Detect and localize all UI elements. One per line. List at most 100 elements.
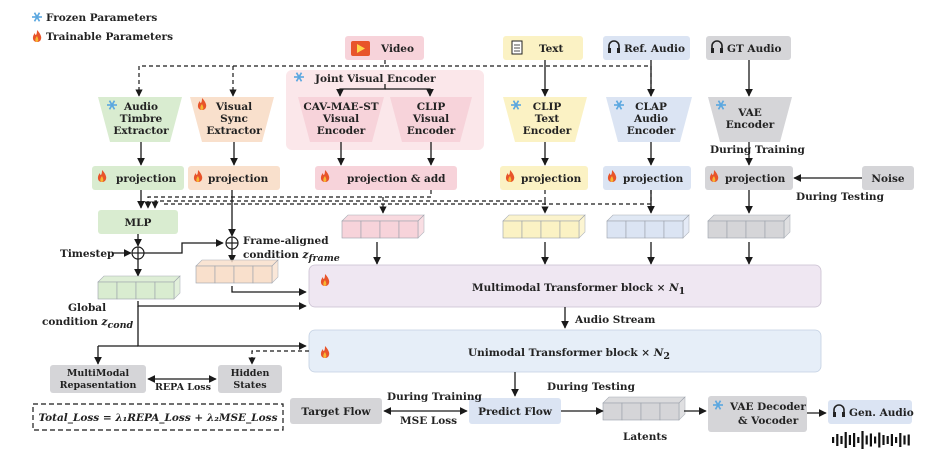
clap-audio-encoder: CLAP Audio Encoder	[606, 97, 692, 142]
token-cell	[644, 220, 665, 239]
projection-gt-audio: projection	[705, 166, 793, 190]
token-cell	[341, 220, 362, 239]
svg-text:Encoder: Encoder	[523, 125, 572, 137]
svg-text:Visual: Visual	[322, 113, 359, 125]
svg-text:CLIP: CLIP	[417, 101, 446, 113]
token-cell	[233, 265, 254, 284]
text-label: Text	[539, 43, 564, 55]
projection-sync: projection	[188, 166, 280, 190]
input-gt-audio: GT Audio	[706, 36, 791, 60]
svg-text:Text: Text	[535, 113, 560, 125]
waveform-bar	[899, 433, 902, 447]
waveform-bar	[869, 433, 872, 447]
tokens-frame	[195, 259, 279, 284]
tokens-visual	[341, 214, 425, 239]
tokens-latents	[602, 396, 686, 421]
visual-sync-extractor: Visual Sync Extractor	[190, 97, 274, 142]
svg-text:Audio: Audio	[123, 101, 158, 113]
svg-text:Encoder: Encoder	[317, 125, 366, 137]
svg-text:Target Flow: Target Flow	[301, 406, 371, 418]
svg-text:Unimodal Transformer block ×: Unimodal Transformer block × N2	[468, 347, 670, 362]
during-training-label-top: During Training	[710, 144, 806, 156]
waveform-bar	[836, 434, 839, 446]
svg-text:MLP: MLP	[125, 217, 152, 229]
svg-text:Encoder: Encoder	[407, 125, 456, 137]
token-cell	[764, 220, 785, 239]
add-node-frame	[225, 236, 239, 250]
waveform-bar	[878, 432, 881, 448]
token-cell	[360, 220, 381, 239]
waveform-bar	[895, 437, 898, 443]
svg-text:Hidden: Hidden	[231, 368, 270, 379]
token-cell	[625, 220, 646, 239]
svg-text:projection: projection	[116, 173, 177, 185]
mse-loss-label: MSE Loss	[400, 415, 457, 427]
waveform-bar	[890, 434, 893, 446]
video-label: Video	[380, 43, 414, 55]
svg-text:projection: projection	[623, 173, 684, 185]
waveform-bar	[903, 435, 906, 445]
input-noise: Noise	[862, 166, 914, 190]
frame-aligned-label: Frame-aligned	[243, 235, 329, 247]
waveform-bar	[844, 432, 847, 448]
latents-label: Latents	[623, 431, 667, 443]
during-training-label-bottom: During Training	[387, 391, 483, 403]
svg-text:Gen. Audio: Gen. Audio	[849, 407, 914, 419]
waveform-bar	[848, 435, 851, 445]
svg-text:Encoder: Encoder	[627, 125, 676, 137]
svg-text:Predict Flow: Predict Flow	[478, 406, 553, 418]
tokens-text	[502, 214, 586, 239]
svg-text:CLAP: CLAP	[635, 101, 667, 113]
waveform-bar	[886, 436, 889, 444]
predict-flow: Predict Flow	[469, 398, 561, 424]
waveform-bar	[853, 433, 856, 447]
token-cell	[116, 281, 137, 300]
svg-text:projection & add: projection & add	[347, 173, 446, 185]
svg-text:MultiModal: MultiModal	[67, 368, 130, 379]
svg-text:Multimodal Transformer block: Multimodal Transformer block × N1	[472, 282, 685, 297]
tokens-gt-audio	[707, 214, 791, 239]
target-flow: Target Flow	[290, 398, 382, 424]
global-label: Global	[68, 302, 106, 314]
svg-text:Sync: Sync	[220, 113, 248, 125]
clip-text-encoder: CLIP Text Encoder	[503, 97, 587, 142]
token-cell	[195, 265, 216, 284]
hidden-states: Hidden States	[218, 365, 282, 393]
waveform-icon	[832, 431, 910, 449]
svg-text:Total_Loss = λ₁REPA_Loss + λ₂M: Total_Loss = λ₁REPA_Loss + λ₂MSE_Loss	[39, 412, 278, 425]
token-cell	[398, 220, 419, 239]
token-cell	[726, 220, 747, 239]
svg-text:VAE Decoder: VAE Decoder	[729, 401, 806, 413]
svg-text:Extractor: Extractor	[206, 125, 262, 137]
waveform-bar	[907, 434, 910, 446]
svg-text:projection: projection	[521, 173, 582, 185]
token-cell	[640, 402, 661, 421]
vae-encoder: VAE Encoder	[708, 97, 792, 142]
projection-text: projection	[500, 166, 588, 190]
vae-decoder-vocoder: VAE Decoder & Vocoder	[708, 396, 807, 432]
repa-loss-label: REPA Loss	[155, 382, 211, 393]
total-loss-formula: Total_Loss = λ₁REPA_Loss + λ₂MSE_Loss	[32, 403, 284, 431]
projection-and-add: projection & add	[315, 166, 457, 190]
legend: Frozen Parameters Trainable Parameters	[31, 11, 173, 43]
multimodal-transformer-block: Multimodal Transformer block × N1	[308, 264, 822, 308]
gt-audio-label: GT Audio	[727, 43, 782, 55]
svg-text:Noise: Noise	[871, 173, 905, 185]
legend-frozen: Frozen Parameters	[46, 12, 157, 24]
mlp-block: MLP	[98, 210, 178, 234]
document-icon	[511, 40, 523, 55]
token-strips	[97, 214, 791, 421]
during-testing-label-bottom: During Testing	[547, 381, 636, 393]
token-cell	[659, 402, 680, 421]
svg-text:Timbre: Timbre	[120, 113, 163, 125]
token-cell	[621, 402, 642, 421]
token-cell	[135, 281, 156, 300]
ref-audio-label: Ref. Audio	[624, 43, 685, 55]
token-cell	[521, 220, 542, 239]
waveform-bar	[832, 437, 835, 443]
input-ref-audio: Ref. Audio	[603, 36, 690, 60]
token-cell	[707, 220, 728, 239]
svg-text:& Vocoder: & Vocoder	[738, 415, 799, 427]
token-cell	[606, 220, 627, 239]
